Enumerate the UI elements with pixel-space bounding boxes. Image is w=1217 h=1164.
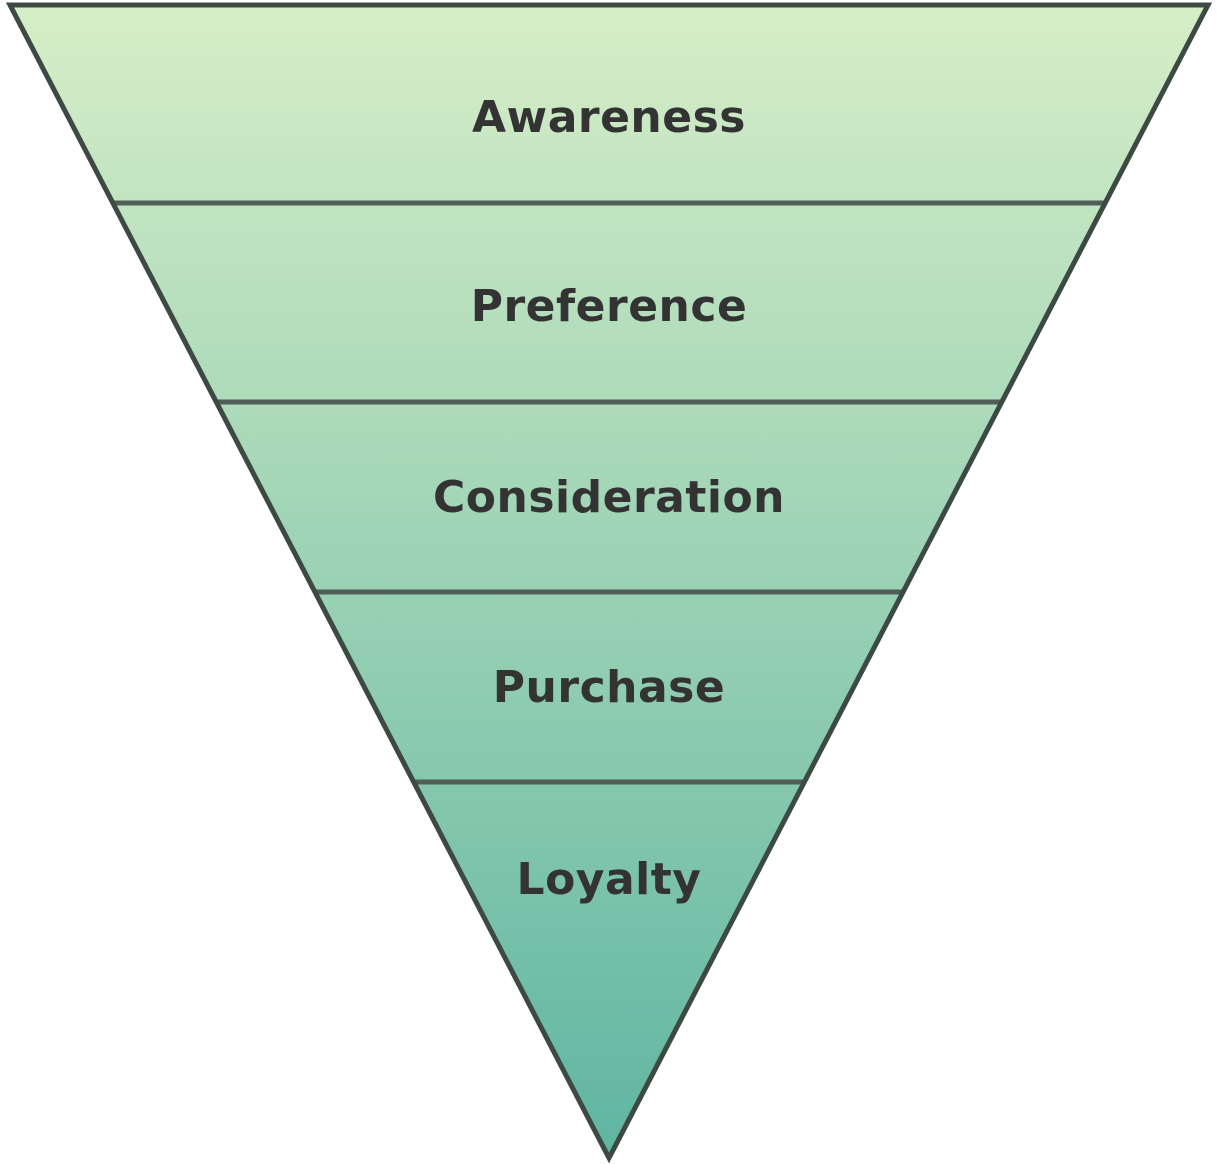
stage-label-preference: Preference bbox=[471, 281, 748, 332]
stage-label-awareness: Awareness bbox=[472, 92, 746, 143]
stage-label-consideration: Consideration bbox=[433, 472, 785, 523]
stage-label-purchase: Purchase bbox=[493, 662, 725, 713]
stage-label-loyalty: Loyalty bbox=[517, 854, 702, 905]
funnel-body bbox=[10, 5, 1208, 1158]
funnel-outline bbox=[5, 2, 1213, 1164]
